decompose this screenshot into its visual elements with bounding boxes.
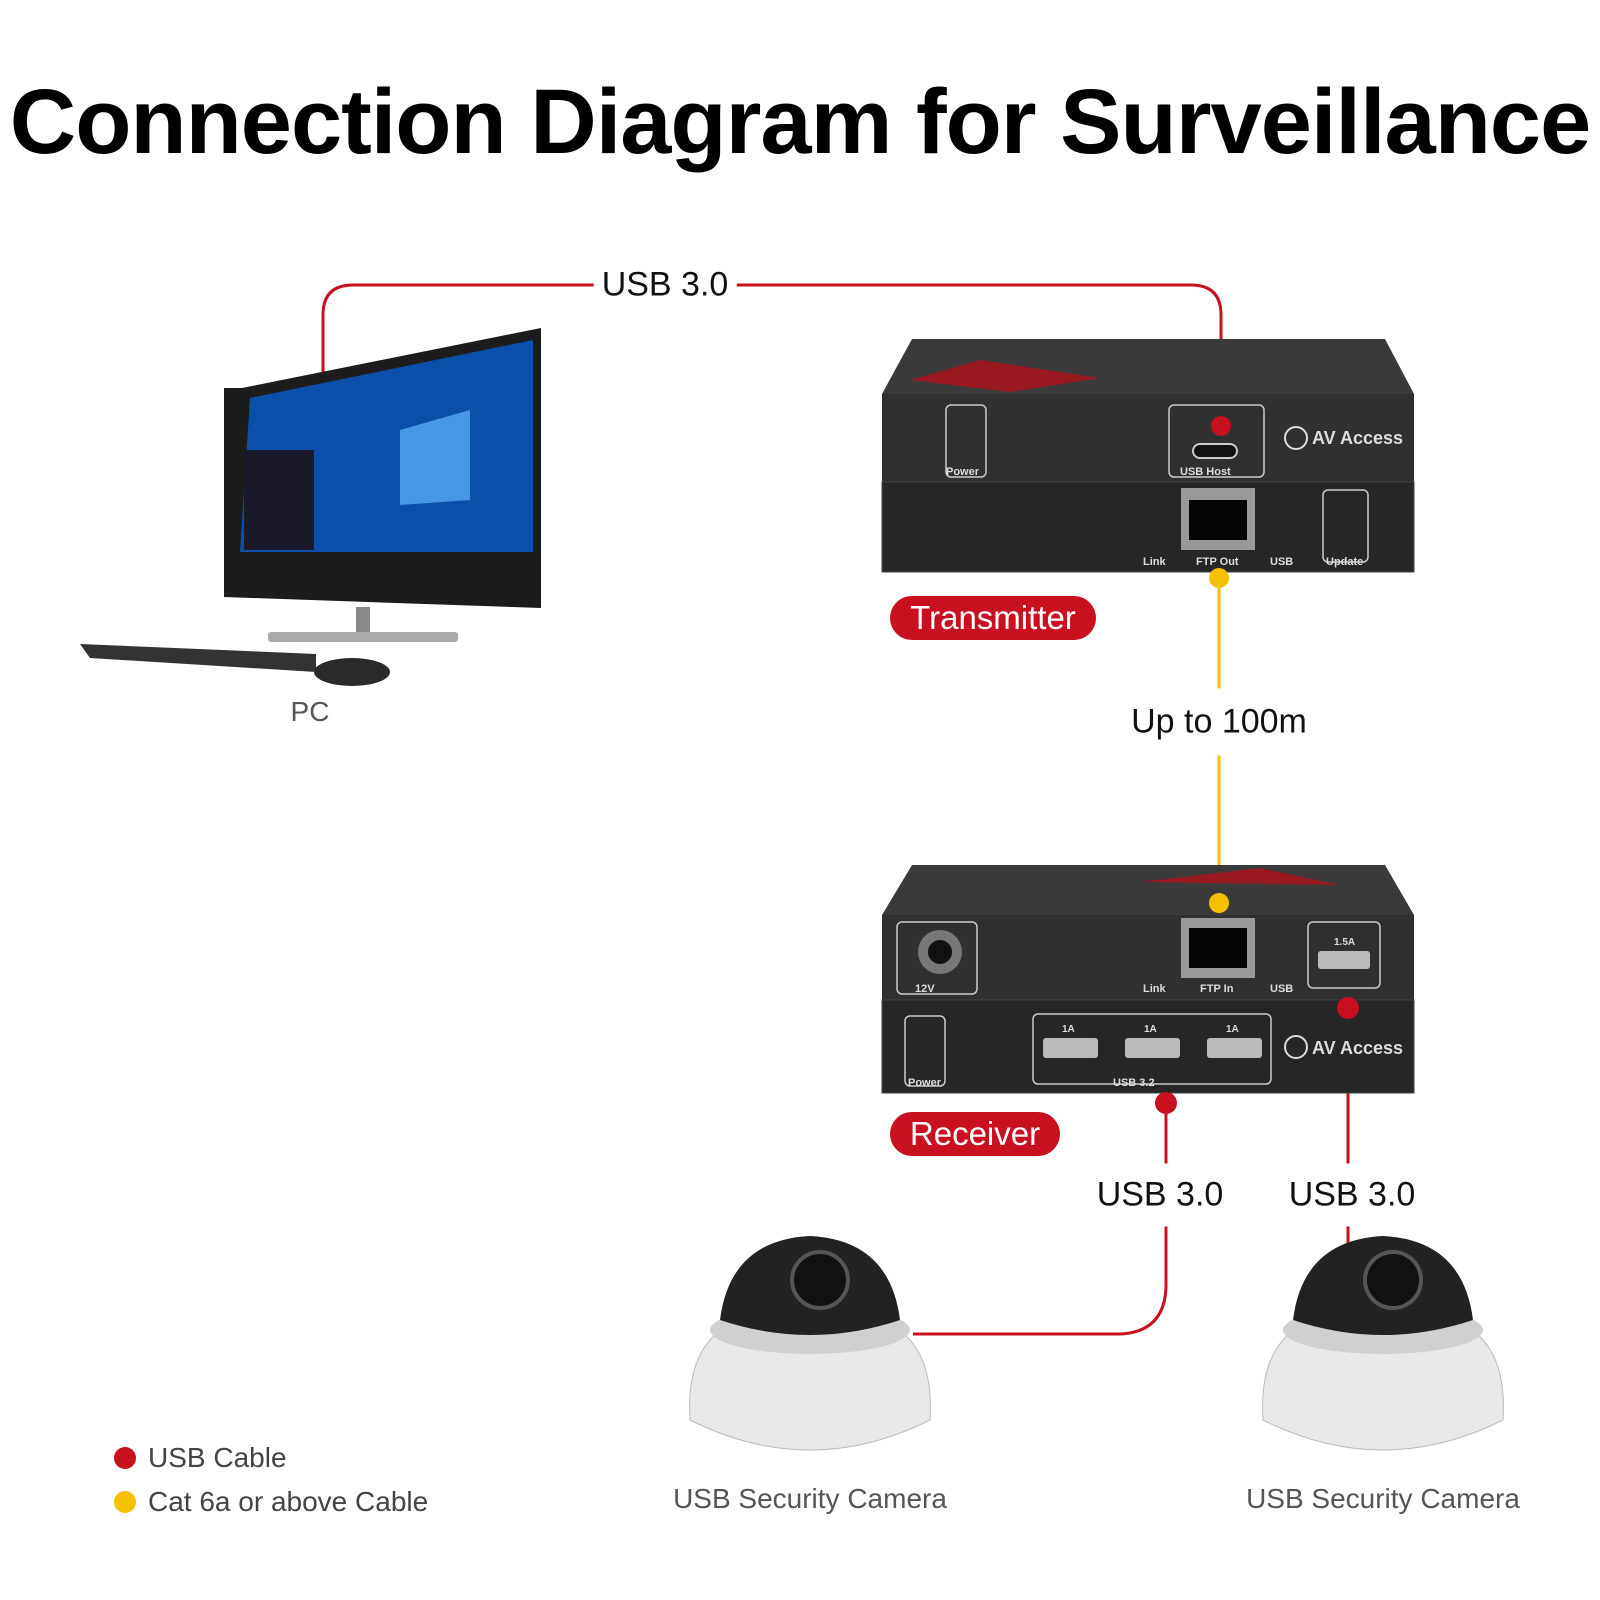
- transmitter-device: Power USB Host Link FTP Out USB Update A…: [881, 339, 1415, 573]
- transmitter-badge: Transmitter: [890, 596, 1096, 640]
- legend-label: USB Cable: [148, 1442, 287, 1473]
- link-label-pc-tx: USB 3.0: [593, 265, 737, 305]
- link-label: Link: [1143, 556, 1166, 568]
- camera-label: USB Security Camera: [673, 1483, 947, 1514]
- dc-label: 12V: [915, 983, 935, 995]
- receiver-badge: Receiver: [890, 1112, 1060, 1156]
- current-label: 1A: [1226, 1024, 1239, 1035]
- current-label: 1A: [1062, 1024, 1075, 1035]
- brand-logo: AV Access: [1312, 428, 1403, 448]
- ftp-out-label: FTP Out: [1196, 556, 1239, 568]
- usb-connection-dot: [1337, 997, 1359, 1019]
- power-port-label: Power: [946, 466, 980, 478]
- legend-item-cat: Cat 6a or above Cable: [114, 1486, 428, 1518]
- usb-cable-pc-tx: [321, 283, 1223, 426]
- usb-host-label: USB Host: [1180, 466, 1231, 478]
- usb-led-label: USB: [1270, 556, 1293, 568]
- pc-label: PC: [290, 696, 330, 727]
- legend: USB Cable Cat 6a or above Cable: [114, 1442, 428, 1518]
- page-title: Connection Diagram for Surveillance: [9, 71, 1591, 173]
- update-label: Update: [1326, 556, 1363, 568]
- camera-illustration: [689, 1236, 931, 1451]
- cat-connection-dot: [1209, 893, 1229, 913]
- legend-dot-red: [114, 1447, 136, 1469]
- ftp-in-label: FTP In: [1200, 983, 1234, 995]
- link-label: Link: [1143, 983, 1166, 995]
- legend-label: Cat 6a or above Cable: [148, 1486, 429, 1517]
- legend-dot-yellow: [114, 1491, 136, 1513]
- current-label: 1.5A: [1334, 937, 1355, 948]
- current-label: 1A: [1144, 1024, 1157, 1035]
- camera-illustration: [1262, 1236, 1504, 1451]
- usb32-label: USB 3.2: [1113, 1077, 1155, 1089]
- usb-connection-dot: [1211, 416, 1231, 436]
- receiver-device: 12V Link FTP In USB 1.5A 1A 1A 1A USB 3.…: [881, 865, 1415, 1094]
- link-label-distance: Up to 100m: [1123, 688, 1315, 756]
- power-port-label: Power: [908, 1077, 942, 1089]
- usb-connection-dot: [1155, 1092, 1177, 1114]
- camera-label: USB Security Camera: [1246, 1483, 1520, 1514]
- link-label-rx-cam1: USB 3.0: [1088, 1163, 1232, 1227]
- link-label-rx-cam2: USB 3.0: [1280, 1163, 1424, 1227]
- usb-cable-rx-cam1: [913, 1103, 1168, 1336]
- cat-connection-dot: [1209, 568, 1229, 588]
- pc-illustration: [80, 328, 541, 686]
- legend-item-usb: USB Cable: [114, 1442, 428, 1474]
- usb-led-label: USB: [1270, 983, 1293, 995]
- brand-logo: AV Access: [1312, 1038, 1403, 1058]
